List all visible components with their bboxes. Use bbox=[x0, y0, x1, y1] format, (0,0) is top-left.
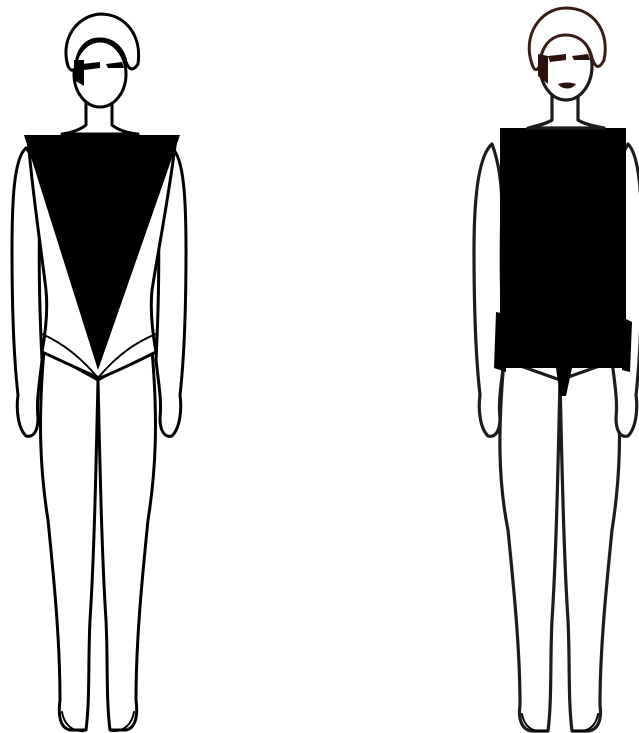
right-figure-left-arm bbox=[474, 144, 504, 436]
inverted-triangle-figure bbox=[12, 14, 186, 731]
rectangle-shape bbox=[500, 128, 626, 368]
right-figure-right-leg bbox=[560, 360, 619, 731]
rectangle-figure bbox=[474, 8, 639, 731]
right-figure-left-leg bbox=[500, 360, 560, 731]
left-figure-right-leg bbox=[98, 350, 155, 730]
right-figure-cheek-shadow bbox=[538, 54, 548, 84]
left-figure-left-leg bbox=[41, 350, 98, 730]
